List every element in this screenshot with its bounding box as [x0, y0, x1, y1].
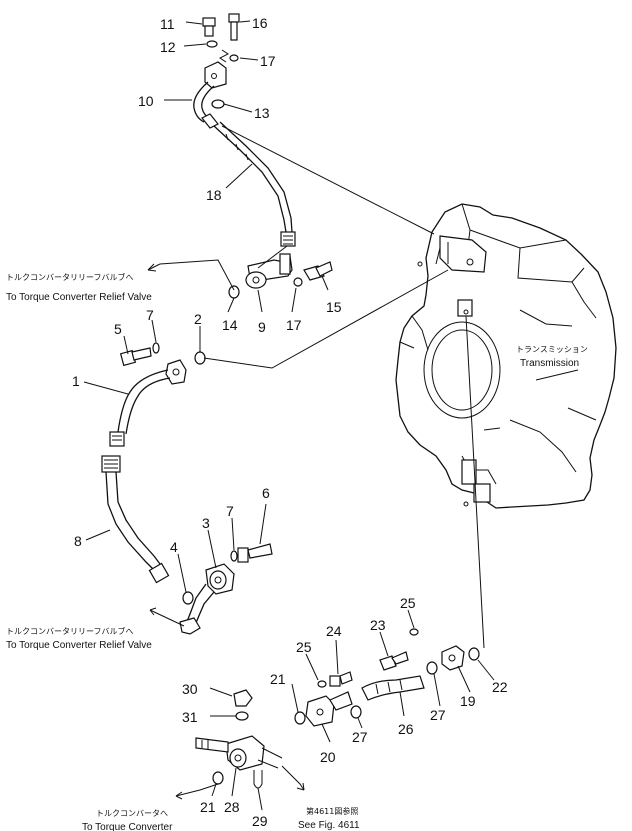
transmission-jp: トランスミッション — [516, 345, 588, 354]
part-number: 23 — [370, 617, 386, 633]
relief-valve-top-jp: トルクコンバータリリーフバルブへ — [6, 272, 134, 282]
washer-12-shape — [206, 40, 218, 48]
see-fig-jp: 第4611図参照 — [306, 806, 358, 816]
flange-20-shape — [305, 695, 335, 727]
part-number: 21 — [270, 671, 286, 687]
part-number: 24 — [326, 623, 342, 639]
upper-pipe-assembly — [193, 13, 333, 299]
part-number: 9 — [258, 319, 266, 335]
part-number: 29 — [252, 813, 268, 829]
o-ring-21a-shape — [294, 711, 306, 725]
nut-30-shape — [233, 689, 253, 707]
see-fig-en: See Fig. 4611 — [298, 820, 360, 831]
u-bolt-29-shape — [253, 770, 263, 789]
part-number: 3 — [202, 515, 210, 531]
washer-17b-shape — [293, 277, 303, 287]
washer-31-shape — [235, 711, 249, 721]
o-ring-14-shape — [228, 285, 240, 299]
torque-converter-jp: トルクコンバータへ — [96, 809, 168, 818]
part-number: 25 — [400, 595, 416, 611]
transmission-housing — [395, 203, 617, 509]
part-number: 7 — [146, 307, 154, 323]
part-number: 27 — [430, 707, 446, 723]
bolt-6-shape — [237, 547, 249, 563]
relief-valve-bottom-en: To Torque Converter Relief Valve — [6, 640, 152, 651]
part-number: 5 — [114, 321, 122, 337]
part-number: 25 — [296, 639, 312, 655]
lower-pipe-assembly — [195, 628, 480, 789]
part-number: 10 — [138, 93, 154, 109]
part-number: 7 — [226, 503, 234, 519]
washer-7a-shape — [152, 342, 160, 354]
part-number: 15 — [326, 299, 342, 315]
part-number: 22 — [492, 679, 508, 695]
part-number: 26 — [398, 721, 414, 737]
o-ring-27b-shape — [350, 705, 362, 719]
part-number: 27 — [352, 729, 368, 745]
bolt-24-shape — [329, 675, 341, 687]
o-ring-22-shape — [468, 647, 480, 661]
part-number: 12 — [160, 39, 176, 55]
part-number: 18 — [206, 187, 222, 203]
part-number-labels: 11 12 10 16 17 13 18 14 9 17 15 5 7 2 1 … — [72, 15, 508, 829]
relief-valve-bottom-jp: トルクコンバータリリーフバルブへ — [6, 626, 134, 636]
part-number: 17 — [286, 317, 302, 333]
o-ring-13-shape — [211, 99, 225, 109]
relief-valve-top-en: To Torque Converter Relief Valve — [6, 292, 152, 303]
part-number: 21 — [200, 799, 216, 815]
bolt-16-shape — [228, 13, 240, 23]
washer-17-shape — [229, 54, 239, 62]
part-number: 6 — [262, 485, 270, 501]
pipe-1-shape — [117, 369, 169, 433]
annotation-labels: トルクコンバータリリーフバルブへ To Torque Converter Rel… — [6, 272, 588, 831]
part-number: 4 — [170, 539, 178, 555]
washer-25a-shape — [409, 628, 419, 636]
part-number: 31 — [182, 709, 198, 725]
part-number: 11 — [160, 16, 175, 32]
part-number: 1 — [72, 373, 80, 389]
flange-19-shape — [441, 645, 465, 671]
o-ring-4-shape — [182, 591, 194, 605]
washer-7b-shape — [230, 550, 238, 562]
part-number: 13 — [254, 105, 270, 121]
part-number: 20 — [320, 749, 336, 765]
transmission-en: Transmission — [520, 358, 579, 369]
torque-converter-en: To Torque Converter — [82, 822, 173, 831]
bolt-11-shape — [202, 17, 216, 27]
hose-8-shape — [105, 471, 155, 571]
part-number: 30 — [182, 681, 198, 697]
part-number: 17 — [260, 53, 276, 69]
part-number: 8 — [74, 533, 82, 549]
o-ring-27a-shape — [426, 661, 438, 675]
part-number: 2 — [194, 311, 202, 327]
part-number: 14 — [222, 317, 238, 333]
banjo-block-shape — [204, 61, 227, 89]
o-ring-21b-shape — [212, 771, 224, 785]
part-number: 16 — [252, 15, 268, 31]
part-number: 28 — [224, 799, 240, 815]
bolt-23-shape — [379, 655, 397, 671]
connection-lines — [83, 20, 495, 811]
left-pipe-assembly — [101, 342, 273, 635]
part-number: 19 — [460, 693, 476, 709]
o-ring-2-shape — [194, 351, 206, 365]
elbow-pipe-10-shape — [193, 81, 209, 123]
hose-18-shape — [213, 125, 287, 233]
washer-25b-shape — [317, 680, 327, 688]
hose-26-shape — [361, 675, 425, 701]
